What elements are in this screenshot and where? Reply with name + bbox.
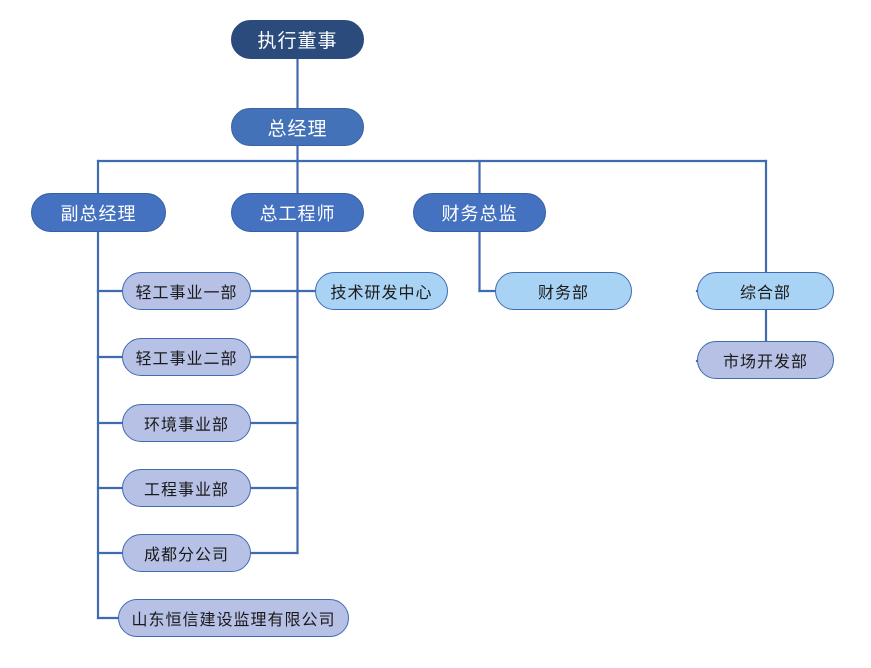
node-financial-director[interactable]: 财务总监 — [413, 193, 546, 232]
node-environment-division[interactable]: 环境事业部 — [122, 404, 251, 442]
node-general-manager[interactable]: 总经理 — [231, 108, 364, 146]
node-chief-engineer[interactable]: 总工程师 — [231, 193, 364, 232]
node-chengdu-branch[interactable]: 成都分公司 — [122, 534, 251, 572]
node-shandong-hengxin-supervision-co[interactable]: 山东恒信建设监理有限公司 — [118, 599, 349, 637]
node-light-industry-div-2[interactable]: 轻工事业二部 — [122, 338, 251, 376]
node-general-affairs-department[interactable]: 综合部 — [697, 272, 834, 310]
node-light-industry-div-1[interactable]: 轻工事业一部 — [122, 272, 251, 310]
node-rnd-center[interactable]: 技术研发中心 — [315, 272, 448, 310]
node-deputy-general-manager[interactable]: 副总经理 — [31, 193, 166, 232]
node-executive-director[interactable]: 执行董事 — [231, 20, 364, 59]
node-engineering-division[interactable]: 工程事业部 — [122, 469, 251, 507]
node-finance-department[interactable]: 财务部 — [495, 272, 632, 310]
node-market-development-department[interactable]: 市场开发部 — [697, 341, 834, 379]
